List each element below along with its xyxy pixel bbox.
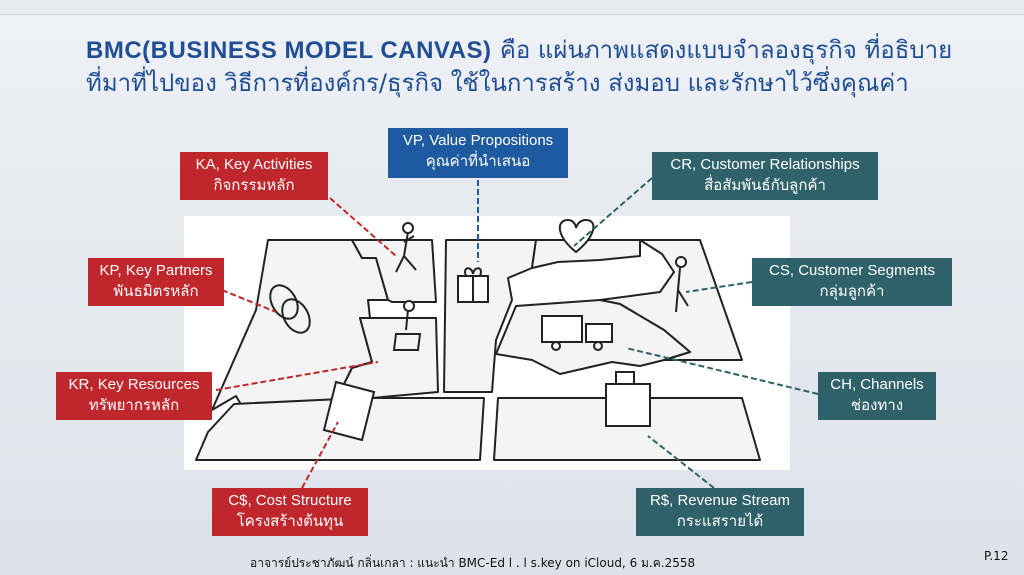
cs-th: กลุ่มลูกค้า [819,282,885,300]
label-customer-segments: CS, Customer Segments กลุ่มลูกค้า [752,258,952,306]
title-rest: คือ แผ่นภาพแสดงแบบจำลองธุรกิจ ที่อธิบาย [499,36,953,64]
heart-icon [558,218,595,254]
cost-connector [301,421,339,489]
cr-th: สื่อสัมพันธ์กับลูกค้า [704,176,826,194]
rev-block [493,397,761,461]
kr-connector [215,361,379,391]
label-cost-structure: C$, Cost Structure โครงสร้างต้นทุน [212,488,368,536]
ch-th: ช่องทาง [850,396,904,414]
label-channels: CH, Channels ช่องทาง [818,372,936,420]
cr-en: CR, Customer Relationships [670,156,860,173]
ch-connector [625,347,819,395]
person-icon [675,267,689,313]
label-key-partners: KP, Key Partners พันธมิตรหลัก [88,258,224,306]
kp-en: KP, Key Partners [99,262,213,279]
kp-th: พันธมิตรหลัก [113,282,199,300]
label-key-activities: KA, Key Activities กิจกรรมหลัก [180,152,328,200]
ka-en: KA, Key Activities [195,156,313,173]
rev-th: กระแสรายได้ [676,512,764,530]
cost-th: โครงสร้างต้นทุน [236,512,344,530]
receipt-icon [322,380,376,442]
kr-th: ทรัพยากรหลัก [88,396,180,414]
ch-en: CH, Channels [830,376,924,393]
ka-connector [329,197,397,257]
top-rule [0,0,1024,15]
chain-icon [269,284,299,320]
cs-en: CS, Customer Segments [769,262,935,279]
label-revenue-stream: R$, Revenue Stream กระแสรายได้ [636,488,804,536]
footer-credit: อาจารย์ประชาภัฒน์ กลิ่นเกลา : แนะนำ BMC-… [250,556,696,570]
rev-en: R$, Revenue Stream [649,492,791,509]
slide-title: BMC(BUSINESS MODEL CANVAS) คือ แผ่นภาพแส… [86,34,1006,99]
kr-en: KR, Key Resources [68,376,200,393]
worker-icon [392,309,422,351]
title-line2: ที่มาที่ไปของ วิธีการที่องค์กร/ธุรกิจ ใช… [86,69,909,97]
vp-en: VP, Value Propositions [402,132,554,149]
ka-th: กิจกรรมหลัก [213,176,295,194]
register-icon [605,383,651,427]
label-key-resources: KR, Key Resources ทรัพยากรหลัก [56,372,212,420]
kp-connector [221,289,277,313]
figure-icon [395,231,417,273]
label-value-propositions: VP, Value Propositions คุณค่าที่นำเสนอ [388,128,568,178]
cr-connector [573,177,653,247]
cost-en: C$, Cost Structure [228,492,352,509]
label-customer-relationships: CR, Customer Relationships สื่อสัมพันธ์ก… [652,152,878,200]
cr-block [531,239,641,269]
vp-th: คุณค่าที่นำเสนอ [425,152,531,170]
rev-connector [647,435,715,489]
ka-block [351,239,437,303]
truck-icon [541,315,583,343]
cs-connector [685,281,753,293]
title-bold: BMC(BUSINESS MODEL CANVAS) [86,37,492,64]
page-number: P.12 [984,549,1009,563]
